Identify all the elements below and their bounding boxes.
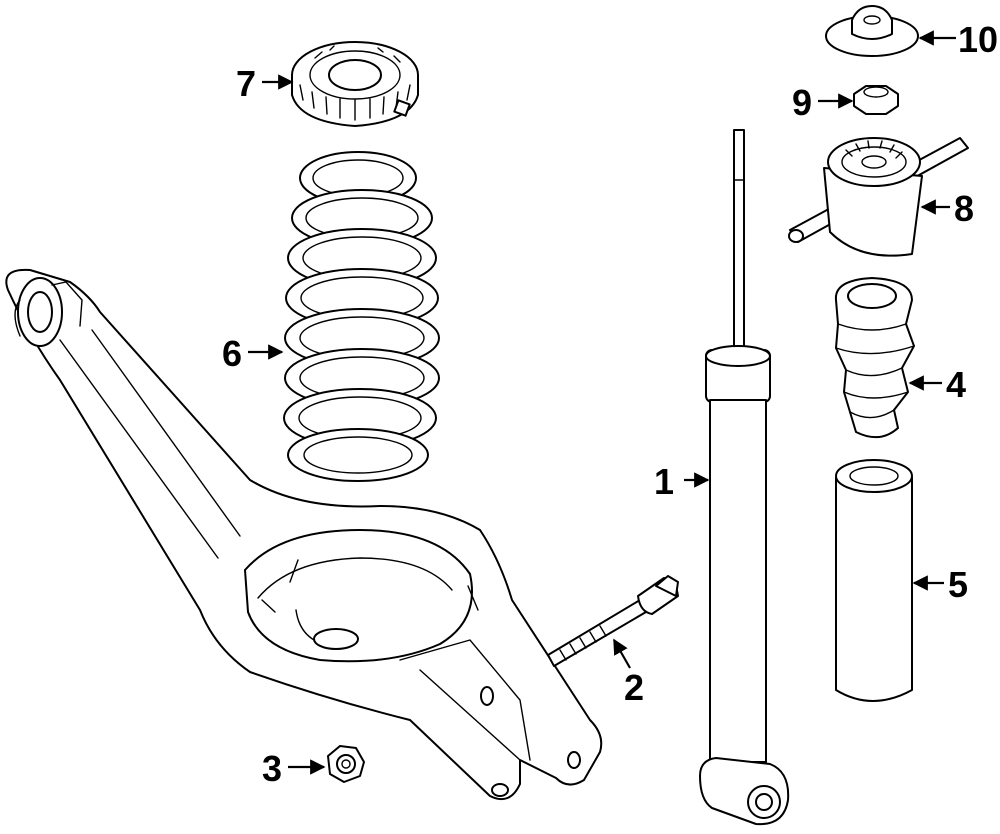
callout-3: 3 [262, 748, 282, 789]
arm-nut [327, 745, 365, 783]
spring-upper-insulator [291, 41, 419, 127]
mount-nut [853, 85, 899, 115]
upper-mount-cap [825, 5, 919, 57]
leader-2 [613, 638, 631, 669]
callout-10: 10 [958, 19, 998, 60]
shock-absorber [699, 129, 790, 826]
lower-control-arm [5, 268, 603, 800]
callout-9: 9 [792, 82, 812, 123]
upper-mount [788, 137, 969, 257]
callout-2: 2 [624, 667, 644, 708]
bump-stop [834, 277, 915, 439]
coil-spring [283, 151, 440, 482]
callout-8: 8 [954, 188, 974, 229]
callout-1: 1 [654, 461, 674, 502]
arm-bolt [547, 575, 679, 667]
callout-5: 5 [948, 564, 968, 605]
callout-4: 4 [946, 364, 966, 405]
dust-boot [835, 459, 913, 702]
callout-6: 6 [222, 333, 242, 374]
callout-labels: 1 2 3 4 5 6 7 8 9 10 [222, 19, 998, 789]
callout-7: 7 [236, 63, 256, 104]
callout-leaders [248, 30, 956, 775]
